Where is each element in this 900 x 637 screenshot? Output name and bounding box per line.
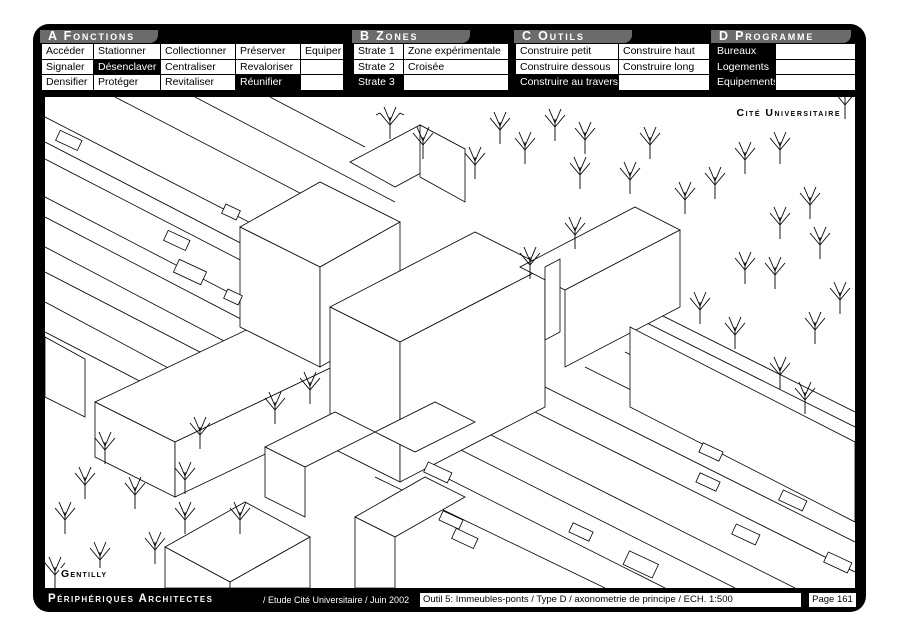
option-collectionner[interactable]: Collectionner [161, 44, 235, 59]
option-stationner[interactable]: Stationner [94, 44, 160, 59]
option-construire-haut[interactable]: Construire haut [619, 44, 709, 59]
option-zone-exp-rimentale[interactable]: Zone expérimentale [404, 44, 508, 59]
option-construire-dessous[interactable]: Construire dessous [516, 59, 618, 74]
page-number: Page 161 [809, 593, 856, 607]
option-empty [776, 75, 855, 90]
option-centraliser[interactable]: Centraliser [161, 59, 235, 74]
option-crois-e[interactable]: Croisée [404, 59, 508, 74]
option-empty [776, 44, 855, 59]
option-signaler[interactable]: Signaler [42, 59, 93, 74]
firm-name: Périphériques Architectes [48, 593, 214, 605]
option-strate-1[interactable]: Strate 1 [354, 44, 403, 59]
option-empty [776, 59, 855, 74]
study-caption: / Etude Cité Universitaire / Juin 2002 [263, 595, 410, 605]
group-title: C Outils [514, 30, 709, 43]
option-construire-petit[interactable]: Construire petit [516, 44, 618, 59]
axonometric-drawing: Cité Universitaire Gentilly [45, 97, 855, 588]
option-pr-server[interactable]: Préserver [236, 44, 300, 59]
option-construire-long[interactable]: Construire long [619, 59, 709, 74]
footer: Périphériques Architectes / Etude Cité U… [33, 592, 866, 608]
label-gentilly: Gentilly [59, 568, 110, 580]
option-revaloriser[interactable]: Revaloriser [236, 59, 300, 74]
highway-lanes [45, 97, 855, 588]
group-title: A Fonctions [40, 30, 343, 43]
option-empty [301, 75, 343, 90]
option-empty [301, 59, 343, 74]
option-equipements[interactable]: Equipements [713, 75, 775, 90]
option-bureaux[interactable]: Bureaux [713, 44, 775, 59]
option-equiper[interactable]: Equiper [301, 44, 343, 59]
trees [45, 97, 853, 588]
option-prot-ger[interactable]: Protéger [94, 75, 160, 90]
building-blocks [45, 124, 855, 588]
option-densifier[interactable]: Densifier [42, 75, 93, 90]
option-empty [404, 75, 508, 90]
option-strate-3[interactable]: Strate 3 [354, 75, 403, 90]
option-acc-der[interactable]: Accéder [42, 44, 93, 59]
option-r-unifier[interactable]: Réunifier [236, 75, 300, 90]
option-empty [619, 75, 709, 90]
group-title: B Zones [352, 30, 508, 43]
cars [55, 129, 853, 579]
drawing-svg [45, 97, 855, 588]
option-strate-2[interactable]: Strate 2 [354, 59, 403, 74]
tool-caption: Outil 5: Immeubles-ponts / Type D / axon… [420, 593, 801, 607]
option-construire-au-travers[interactable]: Construire au travers [516, 75, 618, 90]
option-revitaliser[interactable]: Revitaliser [161, 75, 235, 90]
option-d-senclaver[interactable]: Désenclaver [94, 59, 160, 74]
group-title: D Programme [711, 30, 855, 43]
option-logements[interactable]: Logements [713, 59, 775, 74]
label-cite-universitaire: Cité Universitaire [734, 107, 843, 119]
